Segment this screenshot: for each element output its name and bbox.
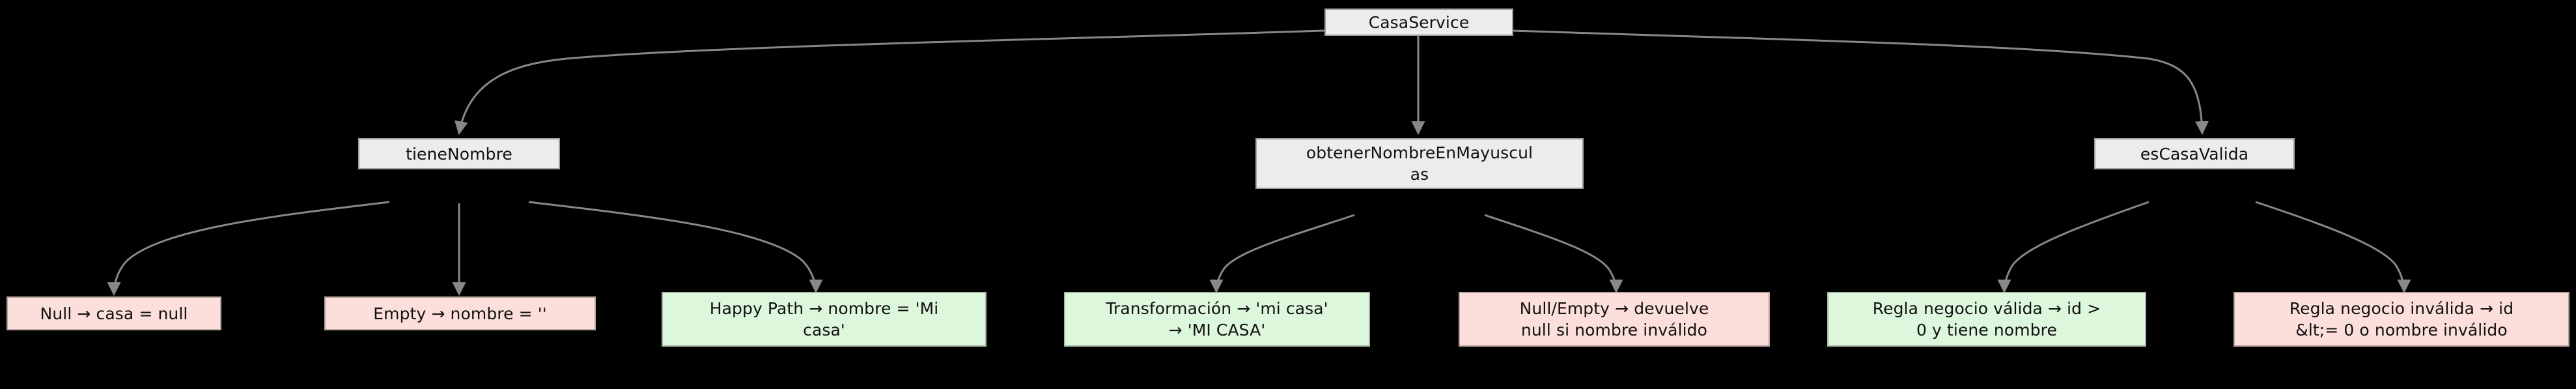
node-casa-service[interactable]: CasaService bbox=[1324, 8, 1513, 36]
edge-tienenombre-to-case-happy-path bbox=[528, 201, 823, 294]
node-case-empty-nombre-label: Empty → nombre = '' bbox=[373, 304, 547, 323]
edge-obtenernombreenmayusculas-to-case-transformacion bbox=[1209, 214, 1355, 294]
edge-obtenernombreenmayusculas-to-case-null-empty-devuelve-null bbox=[1484, 214, 1623, 294]
edge-tienenombre-to-case-null-casa bbox=[107, 201, 390, 296]
node-case-empty-nombre[interactable]: Empty → nombre = '' bbox=[324, 296, 596, 330]
node-case-regla-negocio-valida-label: Regla negocio válida → id > 0 y tiene no… bbox=[1872, 299, 2101, 339]
node-tiene-nombre-label: tieneNombre bbox=[406, 144, 512, 164]
node-case-regla-negocio-invalida-label: Regla negocio inválida → id &lt;= 0 o no… bbox=[2289, 299, 2514, 339]
node-case-regla-negocio-valida[interactable]: Regla negocio válida → id > 0 y tiene no… bbox=[1827, 292, 2146, 347]
node-casa-service-label: CasaService bbox=[1368, 12, 1470, 32]
node-obtener-nombre-en-mayusculas[interactable]: obtenerNombreEnMayuscul as bbox=[1255, 138, 1584, 189]
node-case-null-empty-devuelve-null[interactable]: Null/Empty → devuelve null si nombre inv… bbox=[1459, 292, 1770, 347]
node-case-null-casa[interactable]: Null → casa = null bbox=[7, 296, 221, 330]
node-case-transformacion[interactable]: Transformación → 'mi casa' → 'MI CASA' bbox=[1064, 292, 1370, 347]
node-case-regla-negocio-invalida[interactable]: Regla negocio inválida → id &lt;= 0 o no… bbox=[2233, 292, 2569, 347]
node-es-casa-valida-label: esCasaValida bbox=[2140, 144, 2249, 164]
edge-casaservice-to-tienenombre bbox=[454, 29, 1325, 136]
node-case-null-casa-label: Null → casa = null bbox=[40, 304, 188, 323]
edge-casaservice-to-escasavalida bbox=[1512, 29, 2209, 136]
node-case-happy-path-label: Happy Path → nombre = 'Mi casa' bbox=[709, 299, 939, 339]
edge-escasavalida-to-case-regla-negocio-invalida bbox=[2255, 201, 2411, 294]
node-case-happy-path[interactable]: Happy Path → nombre = 'Mi casa' bbox=[662, 292, 987, 347]
node-es-casa-valida[interactable]: esCasaValida bbox=[2094, 138, 2295, 169]
node-case-transformacion-label: Transformación → 'mi casa' → 'MI CASA' bbox=[1106, 299, 1328, 339]
node-obtener-nombre-en-mayusculas-label: obtenerNombreEnMayuscul as bbox=[1306, 143, 1533, 184]
edge-escasavalida-to-case-regla-negocio-valida bbox=[1997, 201, 2149, 294]
node-tiene-nombre[interactable]: tieneNombre bbox=[358, 138, 560, 169]
node-case-null-empty-devuelve-null-label: Null/Empty → devuelve null si nombre inv… bbox=[1519, 299, 1709, 339]
